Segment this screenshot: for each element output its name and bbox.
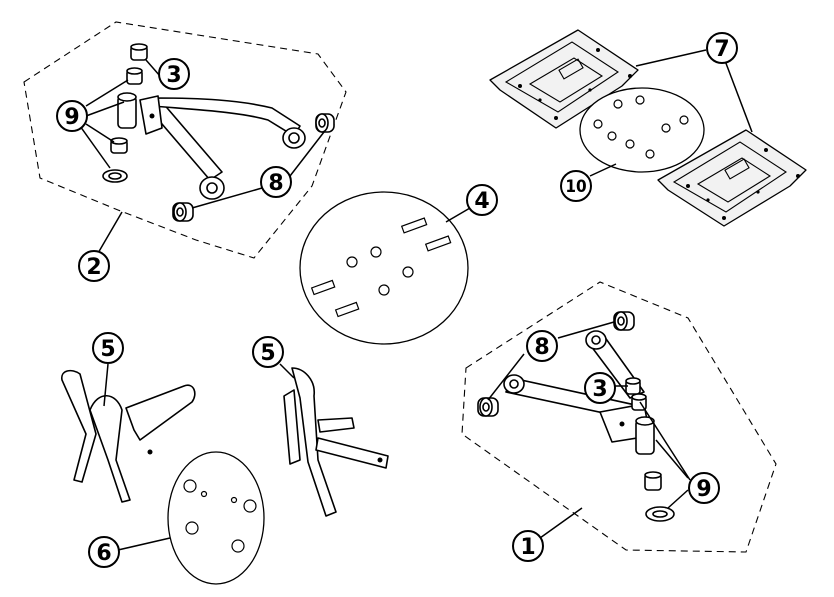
mounting-plate-lower [657, 129, 807, 227]
bolt-kit [299, 191, 469, 345]
upper-control-arm [117, 92, 306, 200]
callout-6-label: 6 [96, 541, 111, 566]
bushing-parts-8 [172, 113, 335, 222]
bushing-parts-9 [102, 67, 143, 183]
callout-1-label: 1 [520, 535, 535, 560]
callout-8-lower-label: 8 [534, 335, 549, 360]
assembly-1-outline [461, 281, 777, 553]
callout-5-right: 5 [252, 336, 284, 368]
callout-1: 1 [512, 530, 544, 562]
callout-9-lower-label: 9 [696, 477, 711, 502]
bolt-kit-hardware [310, 217, 452, 318]
bushing-part-3-lower [625, 377, 641, 395]
leader-lines [79, 49, 753, 551]
callout-8-upper: 8 [260, 166, 292, 198]
callout-8-upper-label: 8 [268, 171, 283, 196]
bracket-left [61, 369, 196, 503]
callout-5-left: 5 [92, 332, 124, 364]
callout-10: 10 [560, 170, 592, 202]
callout-8-lower: 8 [526, 330, 558, 362]
callout-5-left-label: 5 [100, 337, 115, 362]
callout-2-label: 2 [86, 255, 101, 280]
callout-3-upper-label: 3 [166, 63, 181, 88]
mounting-plates [489, 29, 807, 227]
bracket-hardware-kit [167, 451, 265, 585]
callout-4-label: 4 [474, 189, 489, 214]
bushing-parts-8-lower [477, 311, 635, 417]
plate-hardware-kit [579, 87, 705, 173]
callout-9-upper-label: 9 [64, 105, 79, 130]
callout-10-label: 10 [565, 177, 586, 197]
bushing-part-3 [130, 43, 148, 61]
bracket-right [283, 367, 389, 517]
callout-3-upper: 3 [158, 58, 190, 90]
lower-arm-assembly [461, 281, 777, 553]
callout-3-lower: 3 [584, 372, 616, 404]
upper-arm-assembly [23, 21, 347, 259]
plate-hardware-bolts [593, 95, 689, 159]
callout-4: 4 [466, 184, 498, 216]
callout-9-lower: 9 [688, 472, 720, 504]
callout-6: 6 [88, 536, 120, 568]
callout-7: 7 [706, 32, 738, 64]
mounting-plate-upper [489, 29, 639, 129]
callout-7-label: 7 [714, 37, 729, 62]
callout-2: 2 [78, 250, 110, 282]
callout-9-upper: 9 [56, 100, 88, 132]
bracket-hardware-bolts [183, 479, 257, 553]
lower-control-arm [503, 330, 655, 455]
assembly-2-outline [23, 21, 347, 259]
callout-3-lower-label: 3 [592, 377, 607, 402]
callout-5-right-label: 5 [260, 341, 275, 366]
